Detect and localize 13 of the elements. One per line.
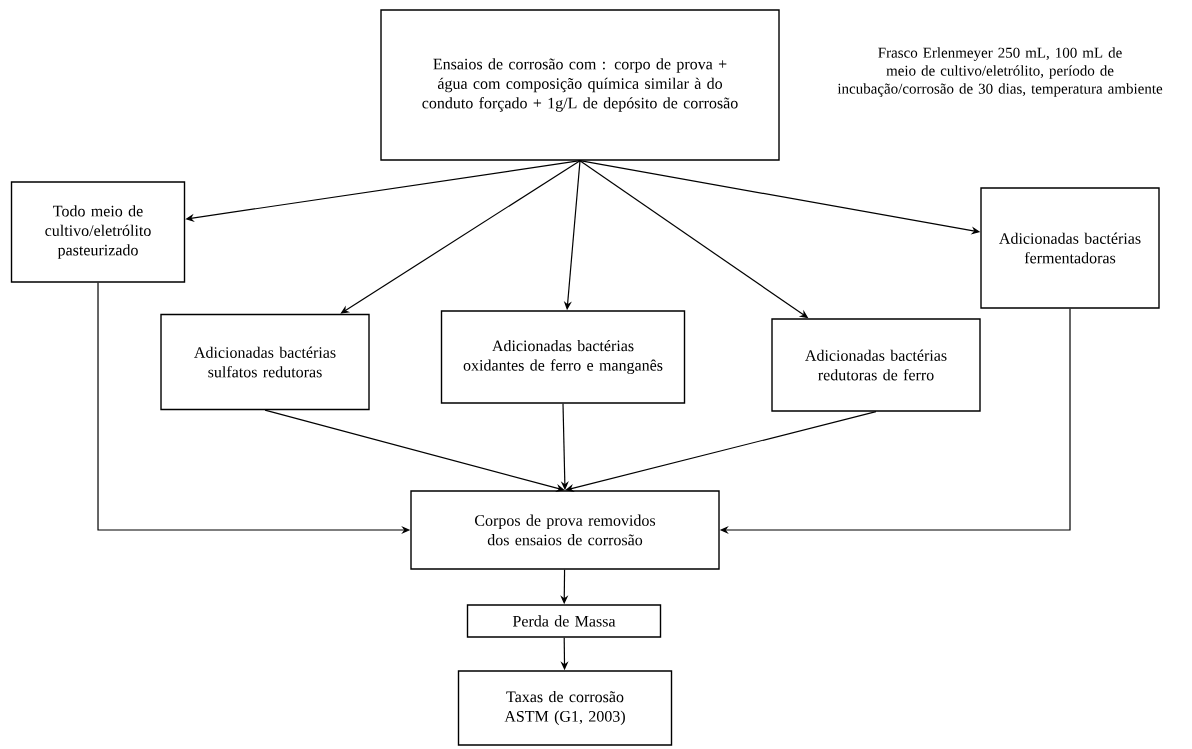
note-text: Frasco Erlenmeyer 250 mL, 100 mL de meio de cultivo/eletrólito, período de incubação/corrosão de 30 dias, temperatura ambiente xyxy=(837,47,1163,97)
arrow xyxy=(264,409,565,492)
process-box: Adicionadas bactérias fermentadoras xyxy=(980,187,1160,309)
process-box: Adicionadas bactérias sulfatos redutoras xyxy=(160,313,370,411)
process-box: Ensaios de corrosão com : corpo de prova + água com composição química similar à do conduto forçado + 1g/L de depósito de corrosão xyxy=(380,9,780,161)
process-box: Perda de Massa xyxy=(466,604,662,638)
arrow xyxy=(340,160,581,314)
process-box: Corpos de prova removidos dos ensaios de corrosão xyxy=(410,490,720,570)
arrow xyxy=(565,411,877,492)
process-box: Todo meio de cultivo/eletrólito pasteurizado xyxy=(10,181,186,283)
process-box: Taxas de corrosão ASTM (G1, 2003) xyxy=(457,670,673,746)
process-box: Adicionadas bactérias oxidantes de ferro e manganês xyxy=(440,310,686,404)
process-box: Adicionadas bactérias redutoras de ferro xyxy=(771,318,981,412)
